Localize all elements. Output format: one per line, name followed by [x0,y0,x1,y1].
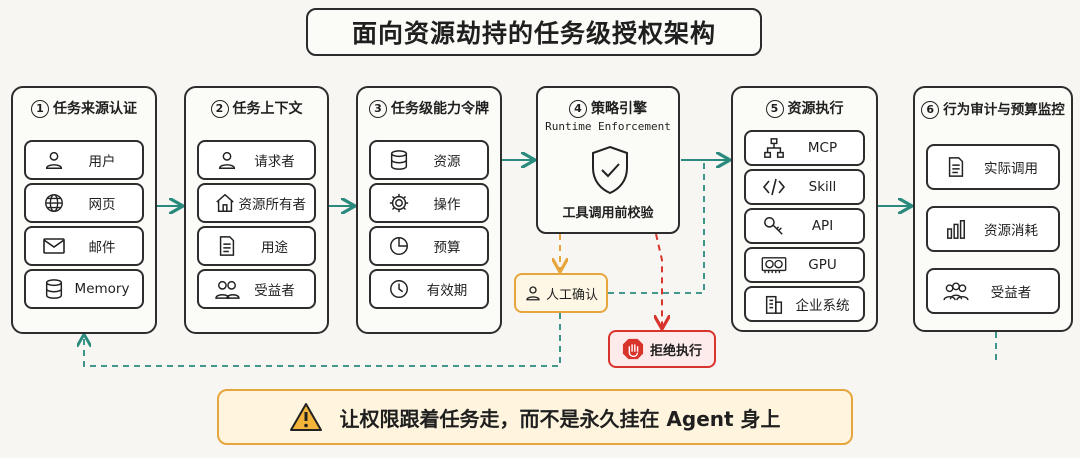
item-label: 网页 [88,197,116,213]
warning-icon [289,402,323,432]
clock-icon [383,277,415,301]
feedback-loop-line [84,313,561,367]
network-icon [758,136,790,160]
reject-label: 拒绝执行 [649,343,702,359]
item-label: 资源 [433,154,461,170]
list-item: API [744,208,865,244]
gear-icon [383,191,415,215]
list-item: 预算 [369,226,489,266]
list-item: 企业系统 [744,286,865,322]
item-label: 有效期 [426,283,468,299]
stage-number: 1 [31,100,49,118]
stop-hand-icon [622,338,644,360]
slogan-text: 让权限跟着任务走，而不是永久挂在 Agent 身上 [339,406,781,431]
bar-chart-icon [940,217,972,241]
stage-number: 3 [369,100,387,118]
item-label: 邮件 [88,240,116,256]
slogan-banner: 让权限跟着任务走，而不是永久挂在 Agent 身上 [217,389,853,445]
item-label: API [811,218,834,234]
list-item: 邮件 [24,226,144,266]
list-item: 受益者 [197,269,316,309]
building-icon [758,292,790,316]
list-item: 用途 [197,226,316,266]
item-label: 资源消耗 [984,223,1038,239]
pie-chart-icon [383,234,415,258]
item-label: 企业系统 [795,298,850,314]
stage-number: 4 [569,100,587,118]
item-label: Memory [74,281,130,297]
mail-icon [38,234,70,258]
list-item: 操作 [369,183,489,223]
list-item: 受益者 [926,268,1060,314]
item-label: 用途 [261,240,288,256]
item-label: 预算 [433,240,461,256]
item-label: 实际调用 [984,161,1038,177]
document-icon [940,155,972,179]
database-icon [383,148,415,172]
code-icon [758,175,790,199]
item-label: 资源所有者 [238,197,307,213]
item-label: 受益者 [990,285,1032,301]
list-item: Skill [744,169,865,205]
document-icon [211,234,243,258]
key-icon [758,214,790,238]
list-item: 有效期 [369,269,489,309]
list-item: Memory [24,269,144,309]
stage-title: 任务来源认证 [53,101,137,117]
user-icon [211,148,243,172]
globe-icon [38,191,70,215]
list-item: 资源消耗 [926,206,1060,252]
item-label: 受益者 [254,283,295,299]
policy-to-reject-arrow [656,233,662,327]
page-title: 面向资源劫持的任务级授权架构 [306,8,762,56]
stage-title: 行为审计与预算监控 [943,102,1065,118]
human-confirm-box: 人工确认 [514,273,608,313]
home-icon [211,191,239,215]
reject-execution-box: 拒绝执行 [608,330,716,368]
item-label: Skill [808,179,837,195]
list-item: GPU [744,247,865,283]
list-item: 资源 [369,140,489,180]
list-item: 网页 [24,183,144,223]
policy-title: 策略引擎 [591,101,647,117]
list-item: 实际调用 [926,144,1060,190]
item-label: GPU [808,257,837,273]
users-icon [940,279,972,303]
policy-caption: 工具调用前校验 [562,206,654,221]
shield-check-icon [588,144,632,196]
user-icon [524,284,542,302]
human-confirm-label: 人工确认 [545,287,598,303]
stage-title: 任务级能力令牌 [391,101,489,117]
stage-number: 5 [765,100,784,118]
policy-subtitle: Runtime Enforcement [545,120,671,133]
gpu-icon [758,253,790,277]
stage-title: 任务上下文 [232,101,303,117]
item-label: 请求者 [254,154,295,170]
list-item: 请求者 [197,140,316,180]
list-item: 资源所有者 [197,183,316,223]
users-icon [211,277,243,301]
stage-title: 资源执行 [787,101,844,117]
item-label: 用户 [88,154,116,170]
user-icon [38,148,70,172]
list-item: MCP [744,130,865,166]
database-icon [38,277,70,301]
stage-number: 2 [210,100,229,118]
item-label: MCP [807,140,838,156]
stage-number: 6 [921,101,940,119]
item-label: 操作 [433,197,461,213]
list-item: 用户 [24,140,144,180]
